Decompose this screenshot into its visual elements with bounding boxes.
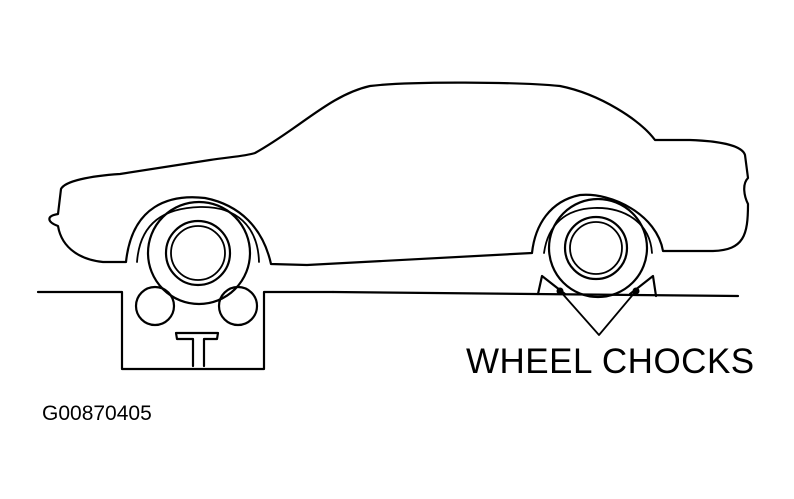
front-wheel-arch	[136, 206, 260, 263]
rear-tire	[547, 197, 649, 299]
wheel-chock-front	[536, 274, 567, 296]
front-rim-outer	[164, 219, 232, 287]
lift-roller-right	[217, 285, 259, 327]
rear-wheel-arch	[543, 207, 653, 254]
car-body	[48, 81, 750, 267]
rear-rim-inner	[569, 221, 623, 275]
ground-line-right	[331, 290, 740, 298]
ground-line-left	[36, 290, 335, 371]
lift-roller-left	[134, 285, 176, 327]
figure-id-label: G00870405	[42, 402, 152, 425]
callout-pointer	[559, 290, 637, 336]
lift-jack	[174, 331, 220, 368]
front-rim-inner	[170, 225, 226, 281]
front-tire	[146, 200, 252, 306]
wheel-chocks-label: WHEEL CHOCKS	[466, 342, 755, 381]
rear-rim-outer	[563, 215, 629, 281]
